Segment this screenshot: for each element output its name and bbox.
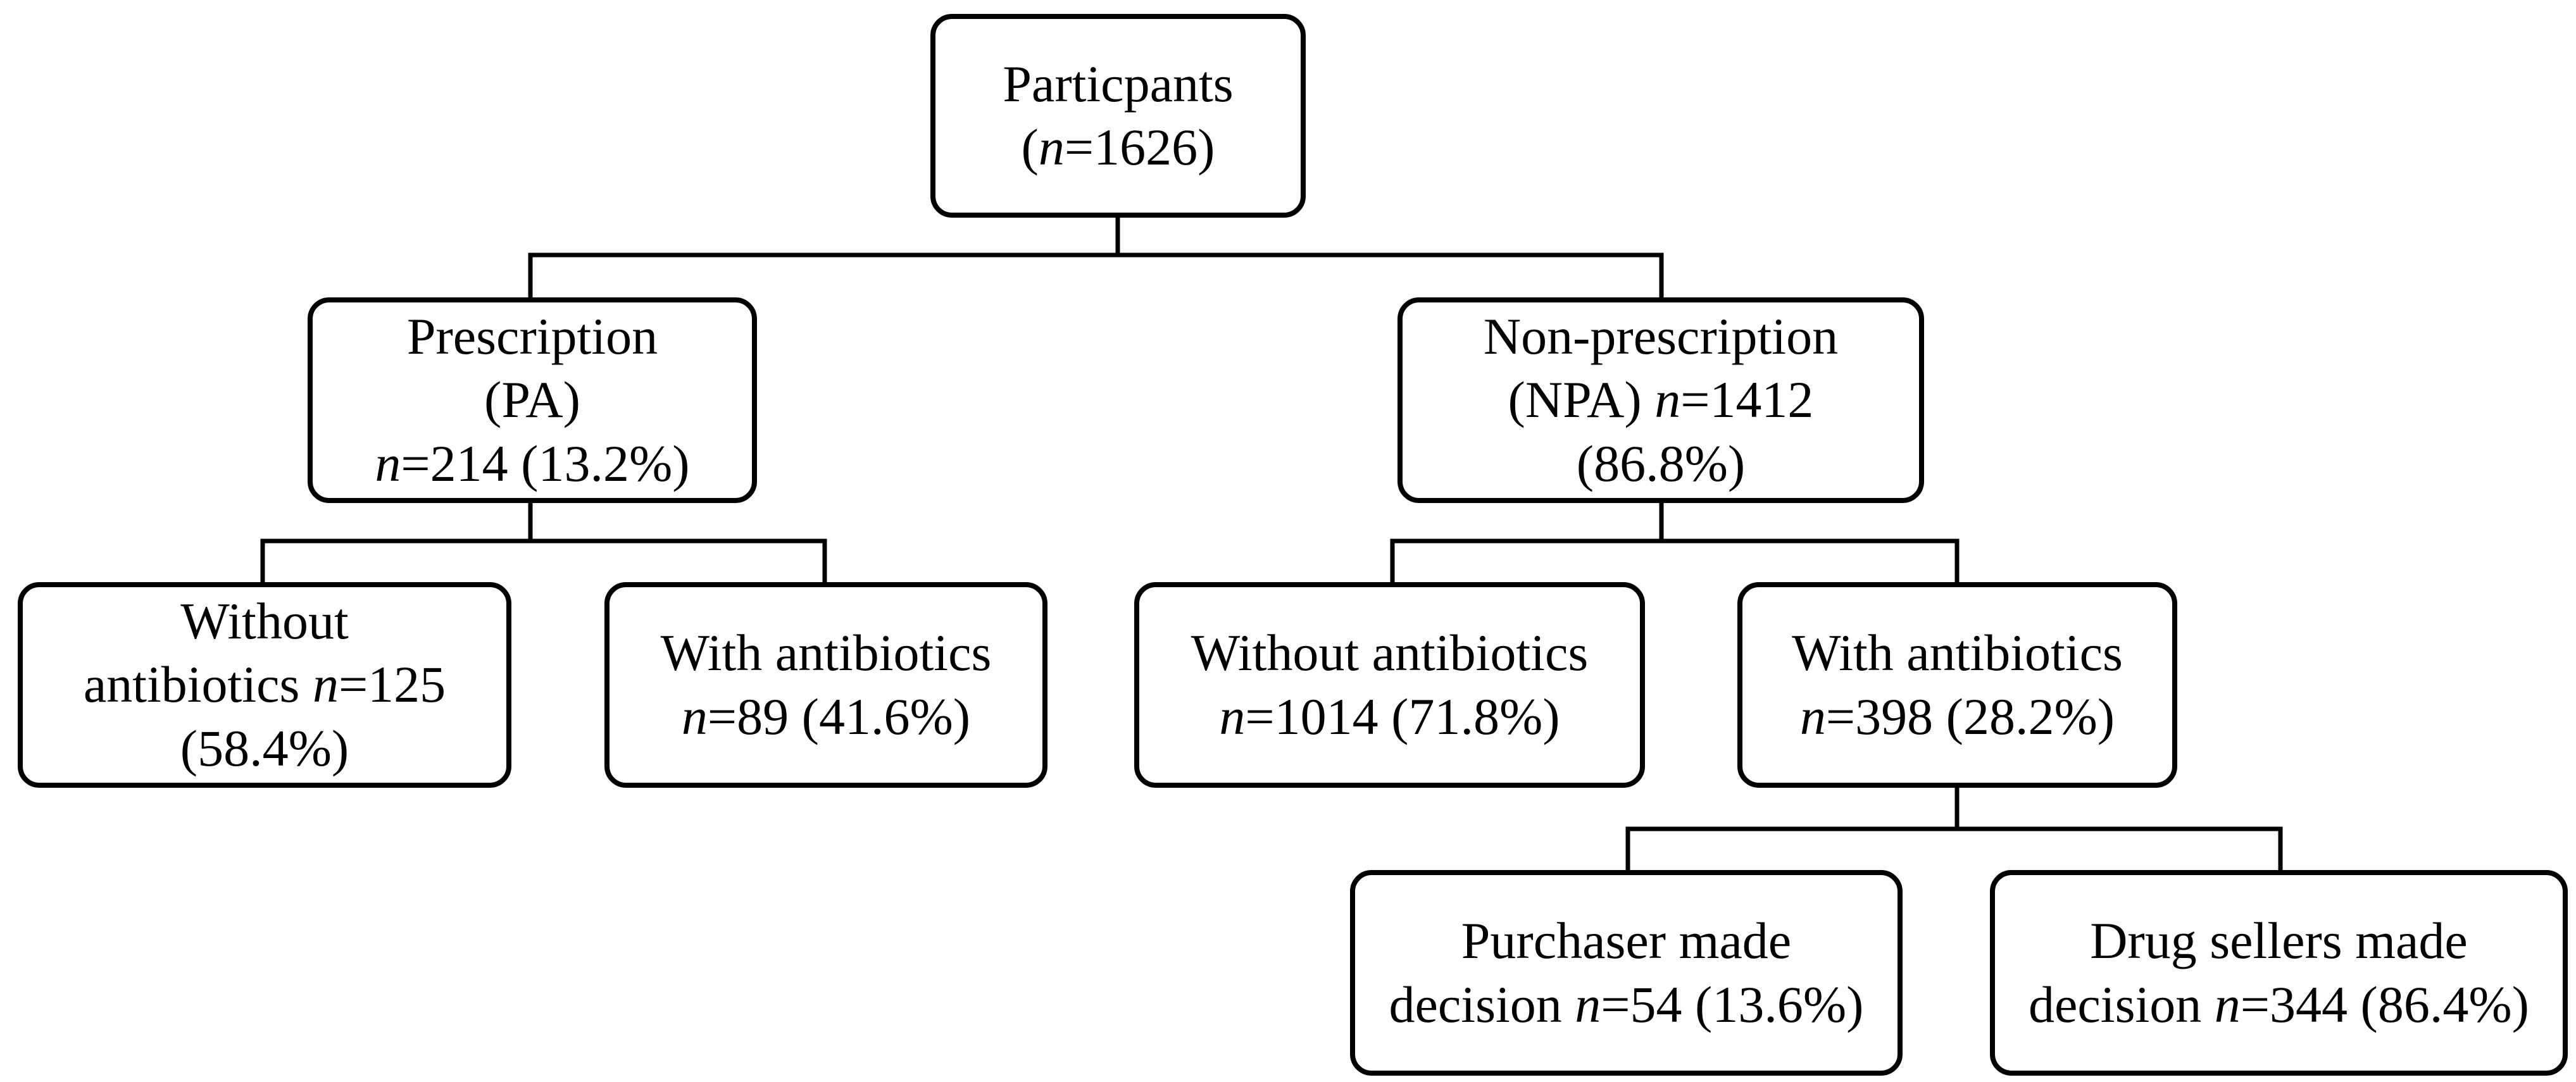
node-participants-text: Particpants(n=1626)	[987, 53, 1248, 179]
node-line: (58.4%)	[84, 717, 446, 780]
connector-npa	[1390, 501, 1960, 585]
node-non-prescription-text: Non-prescription(NPA) n=1412(86.8%)	[1468, 305, 1853, 495]
node-line: Drug sellers made	[2029, 909, 2529, 973]
node-line: Purchaser made	[1389, 909, 1864, 973]
sample-size-symbol: n	[681, 687, 708, 745]
node-line-prefix: (NPA)	[1508, 371, 1655, 429]
sample-size-symbol: n	[375, 434, 401, 492]
node-line-value: =398 (28.2%)	[1825, 687, 2115, 745]
node-line: Particpants	[1003, 53, 1233, 116]
node-line: decision n=54 (13.6%)	[1389, 973, 1864, 1036]
node-line: n=1014 (71.8%)	[1191, 685, 1589, 749]
node-line-prefix: decision	[1389, 975, 1575, 1033]
connector-npa-with	[1625, 785, 2283, 873]
node-line-text: (PA)	[484, 371, 580, 429]
node-line-text: Prescription	[406, 308, 658, 366]
node-line-value: =344 (86.4%)	[2240, 975, 2529, 1033]
node-line-text: (86.8%)	[1576, 434, 1746, 492]
node-line-value: =1626)	[1064, 118, 1215, 176]
node-line-text: (58.4%)	[180, 719, 349, 777]
node-line: n=398 (28.2%)	[1792, 685, 2123, 749]
node-line-value: =1412	[1680, 371, 1814, 429]
node-line-text: Particpants	[1003, 54, 1234, 113]
node-non-prescription: Non-prescription(NPA) n=1412(86.8%)	[1397, 297, 1924, 503]
node-line: (n=1626)	[1003, 116, 1233, 179]
node-line: n=89 (41.6%)	[661, 685, 992, 749]
node-line: antibiotics n=125	[84, 653, 446, 716]
node-line: Without antibiotics	[1191, 621, 1589, 685]
node-line: Non-prescription	[1484, 305, 1838, 368]
node-line: Without	[84, 590, 446, 653]
node-line: With antibiotics	[661, 621, 992, 685]
node-line: Prescription	[375, 305, 689, 368]
node-line: (86.8%)	[1484, 432, 1838, 495]
node-line: decision n=344 (86.4%)	[2029, 973, 2529, 1036]
node-participants: Particpants(n=1626)	[930, 14, 1306, 218]
sample-size-symbol: n	[1575, 975, 1601, 1033]
node-line-prefix: (	[1021, 118, 1039, 176]
node-line-text: Without	[180, 592, 349, 650]
sample-size-symbol: n	[312, 656, 339, 714]
node-line-text: Drug sellers made	[2090, 912, 2468, 970]
node-line-text: Purchaser made	[1461, 912, 1792, 970]
node-line-text: With antibiotics	[660, 624, 992, 682]
node-line: (PA)	[375, 368, 689, 432]
sample-size-symbol: n	[1654, 371, 1681, 429]
node-line: n=214 (13.2%)	[375, 432, 689, 495]
sample-size-symbol: n	[1799, 687, 1826, 745]
node-line: (NPA) n=1412	[1484, 368, 1838, 432]
node-line-value: =89 (41.6%)	[707, 687, 971, 745]
node-line-text: Non-prescription	[1483, 308, 1839, 366]
node-prescription: Prescription(PA)n=214 (13.2%)	[308, 297, 757, 503]
node-line: With antibiotics	[1792, 621, 2123, 685]
node-line-value: =1014 (71.8%)	[1245, 687, 1560, 745]
node-line-value: =54 (13.6%)	[1601, 975, 1864, 1033]
node-line-value: =125	[338, 656, 446, 714]
node-line-value: =214 (13.2%)	[401, 434, 690, 492]
sample-size-symbol: n	[1219, 687, 1246, 745]
node-prescription-text: Prescription(PA)n=214 (13.2%)	[360, 305, 704, 495]
sample-size-symbol: n	[1038, 118, 1065, 176]
node-line-prefix: decision	[2029, 975, 2215, 1033]
connector-root	[528, 213, 1664, 300]
sample-size-symbol: n	[2214, 975, 2241, 1033]
node-line-prefix: antibiotics	[83, 656, 313, 714]
node-line-text: Without antibiotics	[1191, 624, 1589, 682]
connector-pa	[260, 501, 827, 585]
node-line-text: With antibiotics	[1792, 624, 2123, 682]
